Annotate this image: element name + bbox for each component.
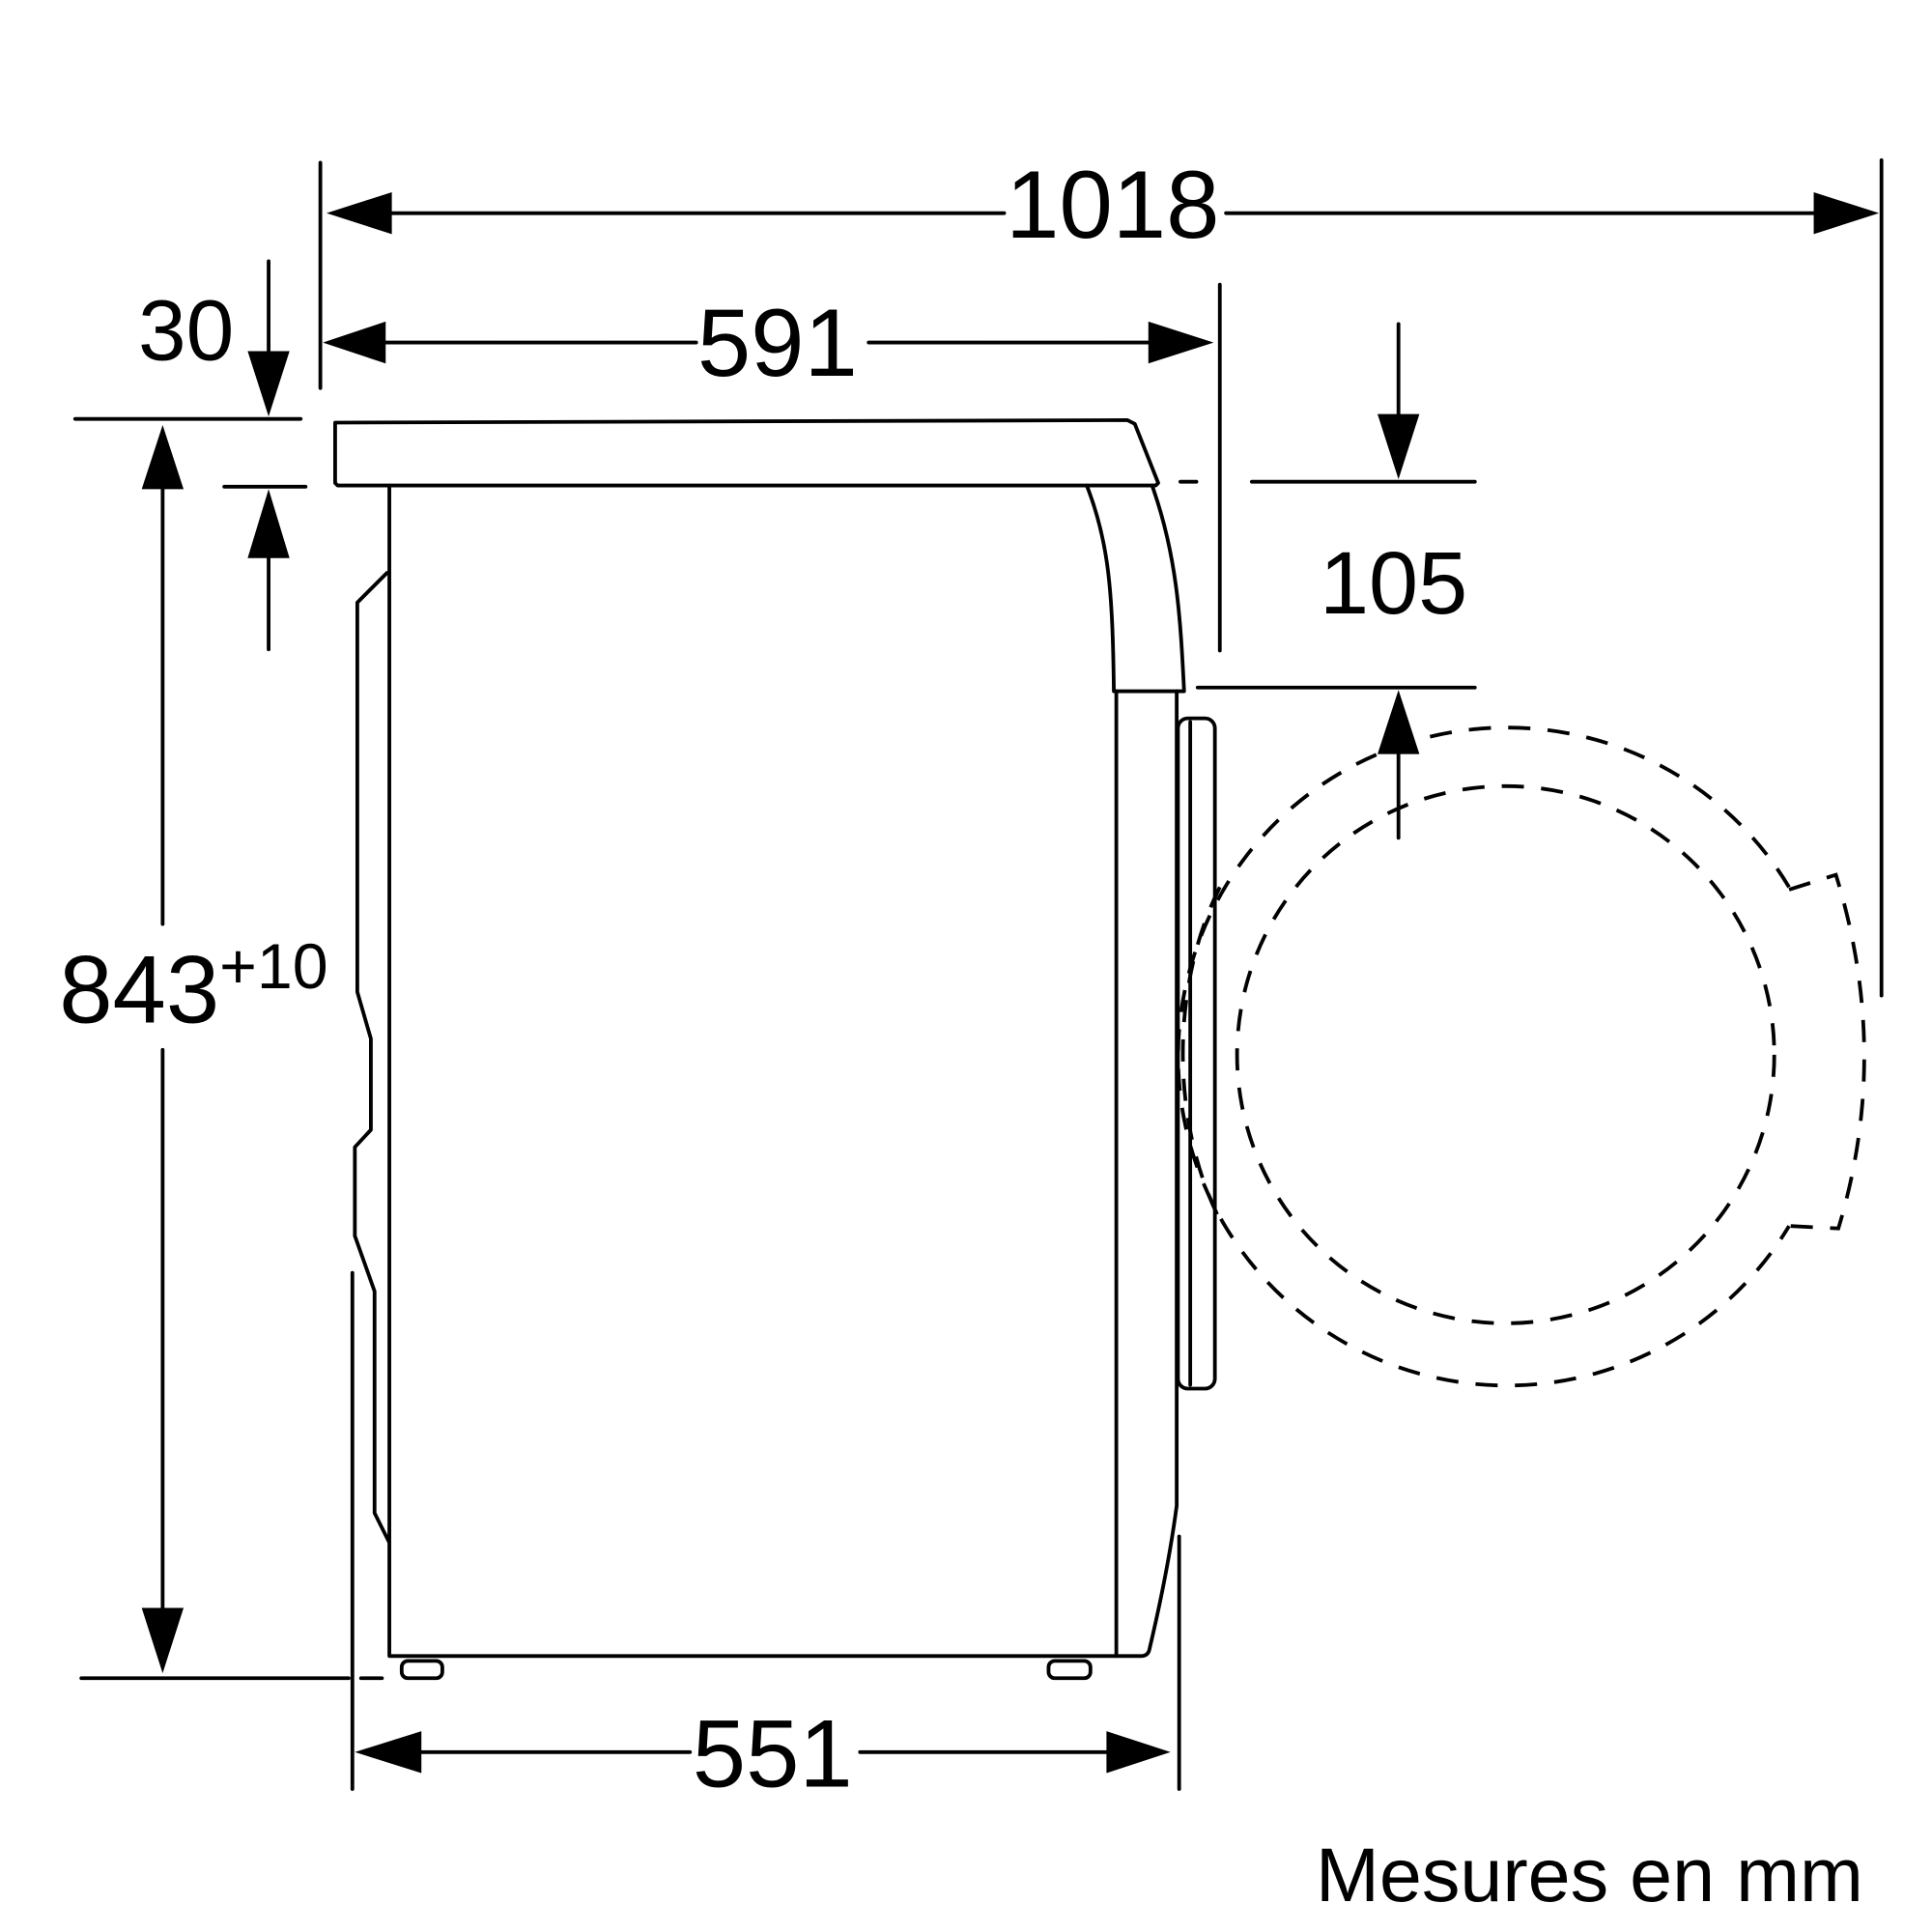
door-swing: [1176, 725, 1866, 1388]
arrow-down-icon: [141, 1607, 185, 1674]
arrow-right-icon: [1148, 321, 1214, 364]
door-hinge-swing: [1788, 872, 1866, 1231]
machine-outline: [333, 418, 1217, 1681]
control-panel: [1085, 483, 1186, 694]
cabinet-body: [387, 483, 1119, 1659]
dimension-843: 843+10: [59, 425, 384, 1681]
arrow-up-icon: [141, 425, 185, 490]
arrow-left-icon: [323, 321, 386, 364]
arrow-down-icon: [247, 351, 290, 417]
dimension-551: 551: [350, 1270, 1181, 1807]
dimension-label-591: 591: [697, 290, 858, 397]
dimension-30: 30: [72, 259, 308, 652]
arrow-right-icon: [1813, 191, 1880, 235]
foot-rear: [399, 1659, 444, 1681]
height-value: 843: [59, 937, 219, 1044]
arrow-left-icon: [355, 1731, 422, 1774]
dimension-label-30: 30: [138, 281, 234, 378]
arrow-up-icon: [247, 489, 290, 558]
height-tolerance: +10: [219, 931, 328, 1003]
rear-profile: [353, 571, 391, 1545]
arrow-left-icon: [327, 191, 392, 235]
arrow-down-icon: [1378, 413, 1420, 480]
foot-front: [1046, 1659, 1093, 1681]
door-left-swing: [1180, 886, 1222, 1221]
dimension-105: 105: [1179, 322, 1477, 840]
units-note: Mesures en mm: [1316, 1832, 1863, 1918]
door-glass-swing: [1235, 783, 1776, 1325]
dimension-591: 591: [323, 282, 1222, 653]
arrow-right-icon: [1106, 1731, 1171, 1774]
arrow-up-icon: [1378, 690, 1420, 754]
dimension-label-1018: 1018: [1006, 152, 1219, 259]
dimension-label-105: 105: [1320, 534, 1467, 633]
door-outer-swing: [1176, 725, 1791, 1388]
front-panel: [1114, 689, 1179, 1659]
worktop: [333, 418, 1160, 488]
dimension-label-843: 843+10: [59, 931, 327, 1044]
door: [1176, 716, 1217, 1391]
dimension-1018: 1018: [318, 152, 1884, 998]
dimension-label-551: 551: [693, 1700, 853, 1807]
